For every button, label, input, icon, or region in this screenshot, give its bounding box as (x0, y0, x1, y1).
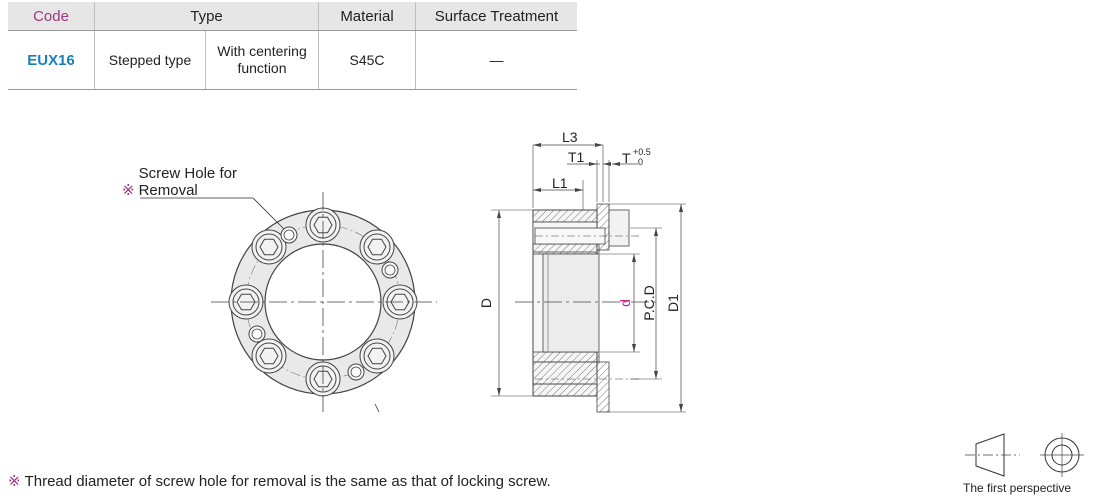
dim-t: T (622, 150, 631, 166)
side-section-view (491, 143, 686, 413)
dim-d1: D1 (664, 294, 681, 312)
dim-t1: T1 (568, 149, 585, 165)
footnote: ※Thread diameter of screw hole for remov… (8, 472, 551, 490)
spec-table-header: Code Type Material Surface Treatment (8, 2, 577, 31)
cell-surface-treatment: — (415, 30, 577, 90)
dim-d-outer: D (478, 297, 495, 309)
header-surface-treatment: Surface Treatment (415, 2, 577, 31)
dim-d-bore: d (616, 299, 633, 307)
footnote-mark: ※ (8, 473, 21, 490)
note-mark: ※ (122, 182, 135, 199)
screw-hole-label: Screw Hole for Removal (138, 165, 237, 199)
cell-code: EUX16 (8, 30, 95, 90)
cell-type-main: Stepped type (94, 30, 206, 90)
dim-l3: L3 (562, 129, 578, 145)
cell-material: S45C (318, 30, 416, 90)
spec-table: Code Type Material Surface Treatment EUX… (8, 2, 577, 90)
projection-symbol (965, 433, 1084, 477)
dim-pcd: P.C.D (640, 285, 657, 321)
dim-t-tol-plus: +0.5 (633, 147, 651, 157)
dim-l1: L1 (552, 175, 568, 191)
table-row: EUX16 Stepped type With centering functi… (8, 30, 577, 90)
header-type: Type (94, 2, 319, 31)
header-material: Material (318, 2, 416, 31)
front-view (140, 192, 437, 413)
screw-hole-callout: ※Screw Hole for Removal (122, 165, 269, 199)
cell-type-sub: With centering function (205, 30, 319, 90)
header-code: Code (8, 2, 95, 31)
projection-label: The first perspective (963, 481, 1072, 495)
footnote-text: Thread diameter of screw hole for remova… (24, 473, 551, 490)
dim-t-tol-minus: 0 (638, 157, 644, 167)
